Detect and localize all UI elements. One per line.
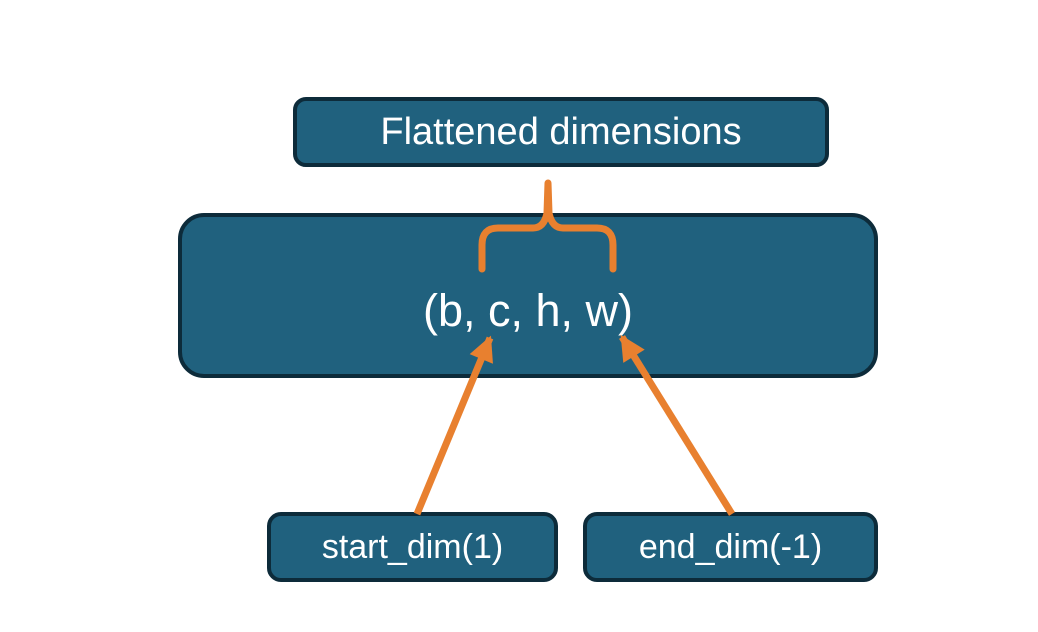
end-dim-label: end_dim(-1) (638, 528, 823, 566)
tensor-shape-label: (b, c, h, w) (422, 285, 634, 336)
flattened-dimensions-box: Flattened dimensions (293, 97, 829, 167)
start-dim-label: start_dim(1) (321, 528, 504, 566)
flattened-dimensions-label: Flattened dimensions (380, 111, 742, 153)
tensor-shape-box: (b, c, h, w) (178, 213, 878, 378)
end-dim-box: end_dim(-1) (583, 512, 878, 582)
start-dim-box: start_dim(1) (267, 512, 558, 582)
